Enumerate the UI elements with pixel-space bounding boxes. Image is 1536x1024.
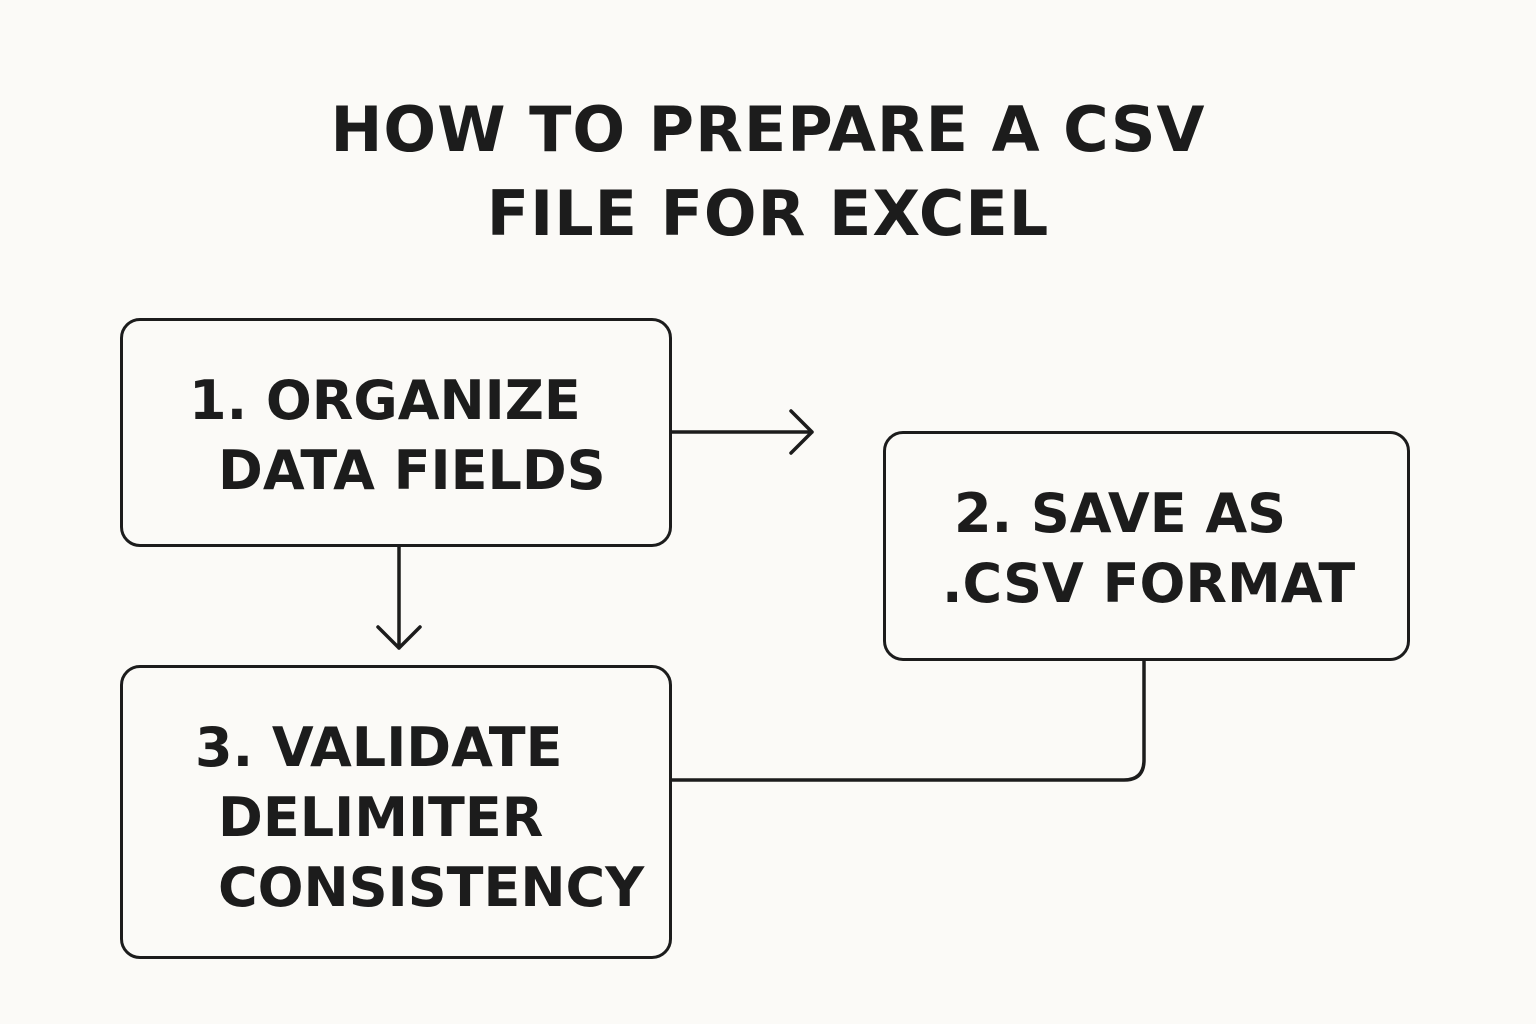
- step-2-line-2: .CSV FORMAT: [942, 552, 1356, 615]
- arrow-step1-to-step3: [376, 545, 422, 650]
- step-2-box: 2. SAVE AS .CSV FORMAT: [883, 431, 1410, 661]
- step-1-line-2: DATA FIELDS: [218, 439, 606, 502]
- arrow-step1-to-step2: [670, 409, 814, 455]
- title-line-1: HOW TO PREPARE A CSV: [330, 93, 1206, 166]
- title-line-2: FILE FOR EXCEL: [486, 177, 1050, 250]
- step-3-line-3: CONSISTENCY: [218, 856, 645, 919]
- step-1-line-1: 1. ORGANIZE: [189, 369, 581, 432]
- step-3-box: 3. VALIDATE DELIMITER CONSISTENCY: [120, 665, 672, 959]
- step-3-line-1: 3. VALIDATE: [195, 716, 563, 779]
- step-2-line-1: 2. SAVE AS: [954, 482, 1287, 545]
- step-1-box: 1. ORGANIZE DATA FIELDS: [120, 318, 672, 547]
- diagram-title: HOW TO PREPARE A CSV FILE FOR EXCEL: [0, 88, 1536, 256]
- step-3-line-2: DELIMITER: [218, 786, 544, 849]
- connector-step2-to-step3: [670, 659, 1146, 782]
